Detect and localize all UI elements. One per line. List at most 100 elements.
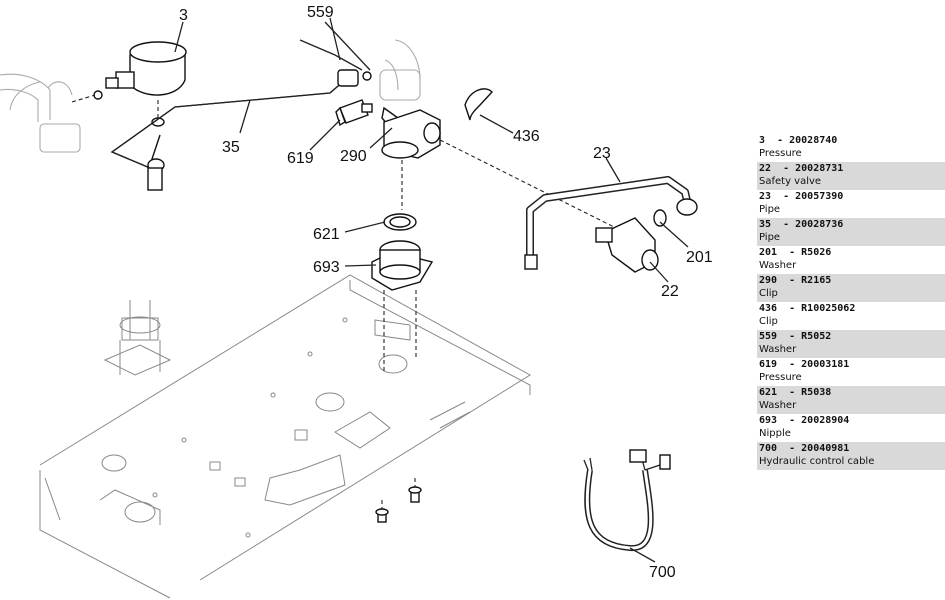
part-sep: -	[771, 219, 796, 230]
part-ref: 35	[759, 219, 772, 230]
part-description: Pipe	[759, 231, 781, 243]
part-ref-code: 700 - 20040981	[759, 443, 945, 456]
callout-labels: 3 559 35 619 290 436 23 621 693 201 22 7…	[179, 4, 713, 581]
safety-valve-22	[595, 217, 659, 273]
pressure-sensor-619	[335, 99, 373, 127]
part-description: Pressure	[759, 371, 802, 383]
part-ref: 23	[759, 191, 772, 202]
part-description: Pipe	[759, 203, 781, 215]
callout-559: 559	[307, 4, 334, 21]
part-sep: -	[777, 275, 802, 286]
pipe-35	[110, 79, 346, 191]
callout-3: 3	[179, 7, 188, 24]
part-sep: -	[765, 135, 790, 146]
part-code: 20028740	[789, 135, 838, 146]
callout-35: 35	[222, 139, 240, 156]
part-description: Clip	[759, 287, 778, 299]
part-code: R5026	[801, 247, 832, 258]
part-ref: 22	[759, 163, 772, 174]
part-description: Hydraulic control cable	[759, 455, 875, 467]
part-ref-code: 559 - R5052	[759, 331, 945, 344]
hydraulic-cable-700	[583, 449, 671, 551]
part-code: 20057390	[795, 191, 844, 202]
background-pipework	[0, 39, 421, 153]
callout-436: 436	[513, 128, 540, 145]
part-code: 20040981	[801, 443, 850, 454]
chassis-plate	[39, 274, 531, 599]
part-code: R10025062	[801, 303, 856, 314]
part-sep: -	[777, 415, 802, 426]
part-sep: -	[771, 163, 796, 174]
part-ref-code: 693 - 20028904	[759, 415, 945, 428]
callout-201: 201	[686, 249, 713, 266]
part-ref-code: 35 - 20028736	[759, 219, 945, 232]
callout-693: 693	[313, 259, 340, 276]
part-ref-code: 621 - R5038	[759, 387, 945, 400]
part-ref-code: 290 - R2165	[759, 275, 945, 288]
callout-22: 22	[661, 283, 679, 300]
nipple-693	[371, 240, 434, 372]
part-ref-code: 201 - R5026	[759, 247, 945, 260]
hydraulic-body	[381, 109, 621, 231]
part-code: 20028736	[795, 219, 844, 230]
callout-290: 290	[340, 148, 367, 165]
callout-621: 621	[313, 226, 340, 243]
part-ref: 559	[759, 331, 778, 342]
part-description: Washer	[759, 399, 797, 411]
part-sep: -	[777, 331, 802, 342]
part-code: R5052	[801, 331, 832, 342]
part-description: Washer	[759, 343, 797, 355]
part-ref-code: 436 - R10025062	[759, 303, 945, 316]
part-description: Pressure	[759, 147, 802, 159]
exploded-parts-diagram: 3 559 35 619 290 436 23 621 693 201 22 7…	[0, 4, 713, 599]
part-code: 20028731	[795, 163, 844, 174]
callout-23: 23	[593, 145, 611, 162]
part-description: Clip	[759, 315, 778, 327]
part-code: R5038	[801, 387, 832, 398]
washer-559	[299, 17, 372, 87]
part-sep: -	[771, 191, 796, 202]
part-ref: 700	[759, 443, 778, 454]
part-ref: 436	[759, 303, 778, 314]
pressure-device-3	[71, 41, 187, 127]
part-ref: 693	[759, 415, 778, 426]
part-ref: 621	[759, 387, 778, 398]
part-code: 20003181	[801, 359, 850, 370]
screws	[375, 478, 422, 523]
part-description: Nipple	[759, 427, 791, 439]
part-ref-code: 23 - 20057390	[759, 191, 945, 204]
part-description: Safety valve	[759, 175, 822, 187]
part-ref: 201	[759, 247, 778, 258]
part-sep: -	[777, 247, 802, 258]
leader-lines	[174, 21, 689, 563]
part-code: 20028904	[801, 415, 850, 426]
part-code: R2165	[801, 275, 832, 286]
part-sep: -	[777, 359, 802, 370]
pipe-23	[524, 176, 698, 270]
part-description: Washer	[759, 259, 797, 271]
part-ref-code: 3 - 20028740	[759, 135, 945, 148]
washer-201	[653, 209, 667, 227]
callout-700: 700	[649, 564, 676, 581]
left-nipple-fitting	[103, 300, 172, 376]
washer-621	[383, 213, 417, 231]
part-ref: 290	[759, 275, 778, 286]
clip-436	[464, 88, 493, 121]
part-sep: -	[777, 387, 802, 398]
part-sep: -	[777, 303, 802, 314]
part-ref: 619	[759, 359, 778, 370]
callout-619: 619	[287, 150, 314, 167]
